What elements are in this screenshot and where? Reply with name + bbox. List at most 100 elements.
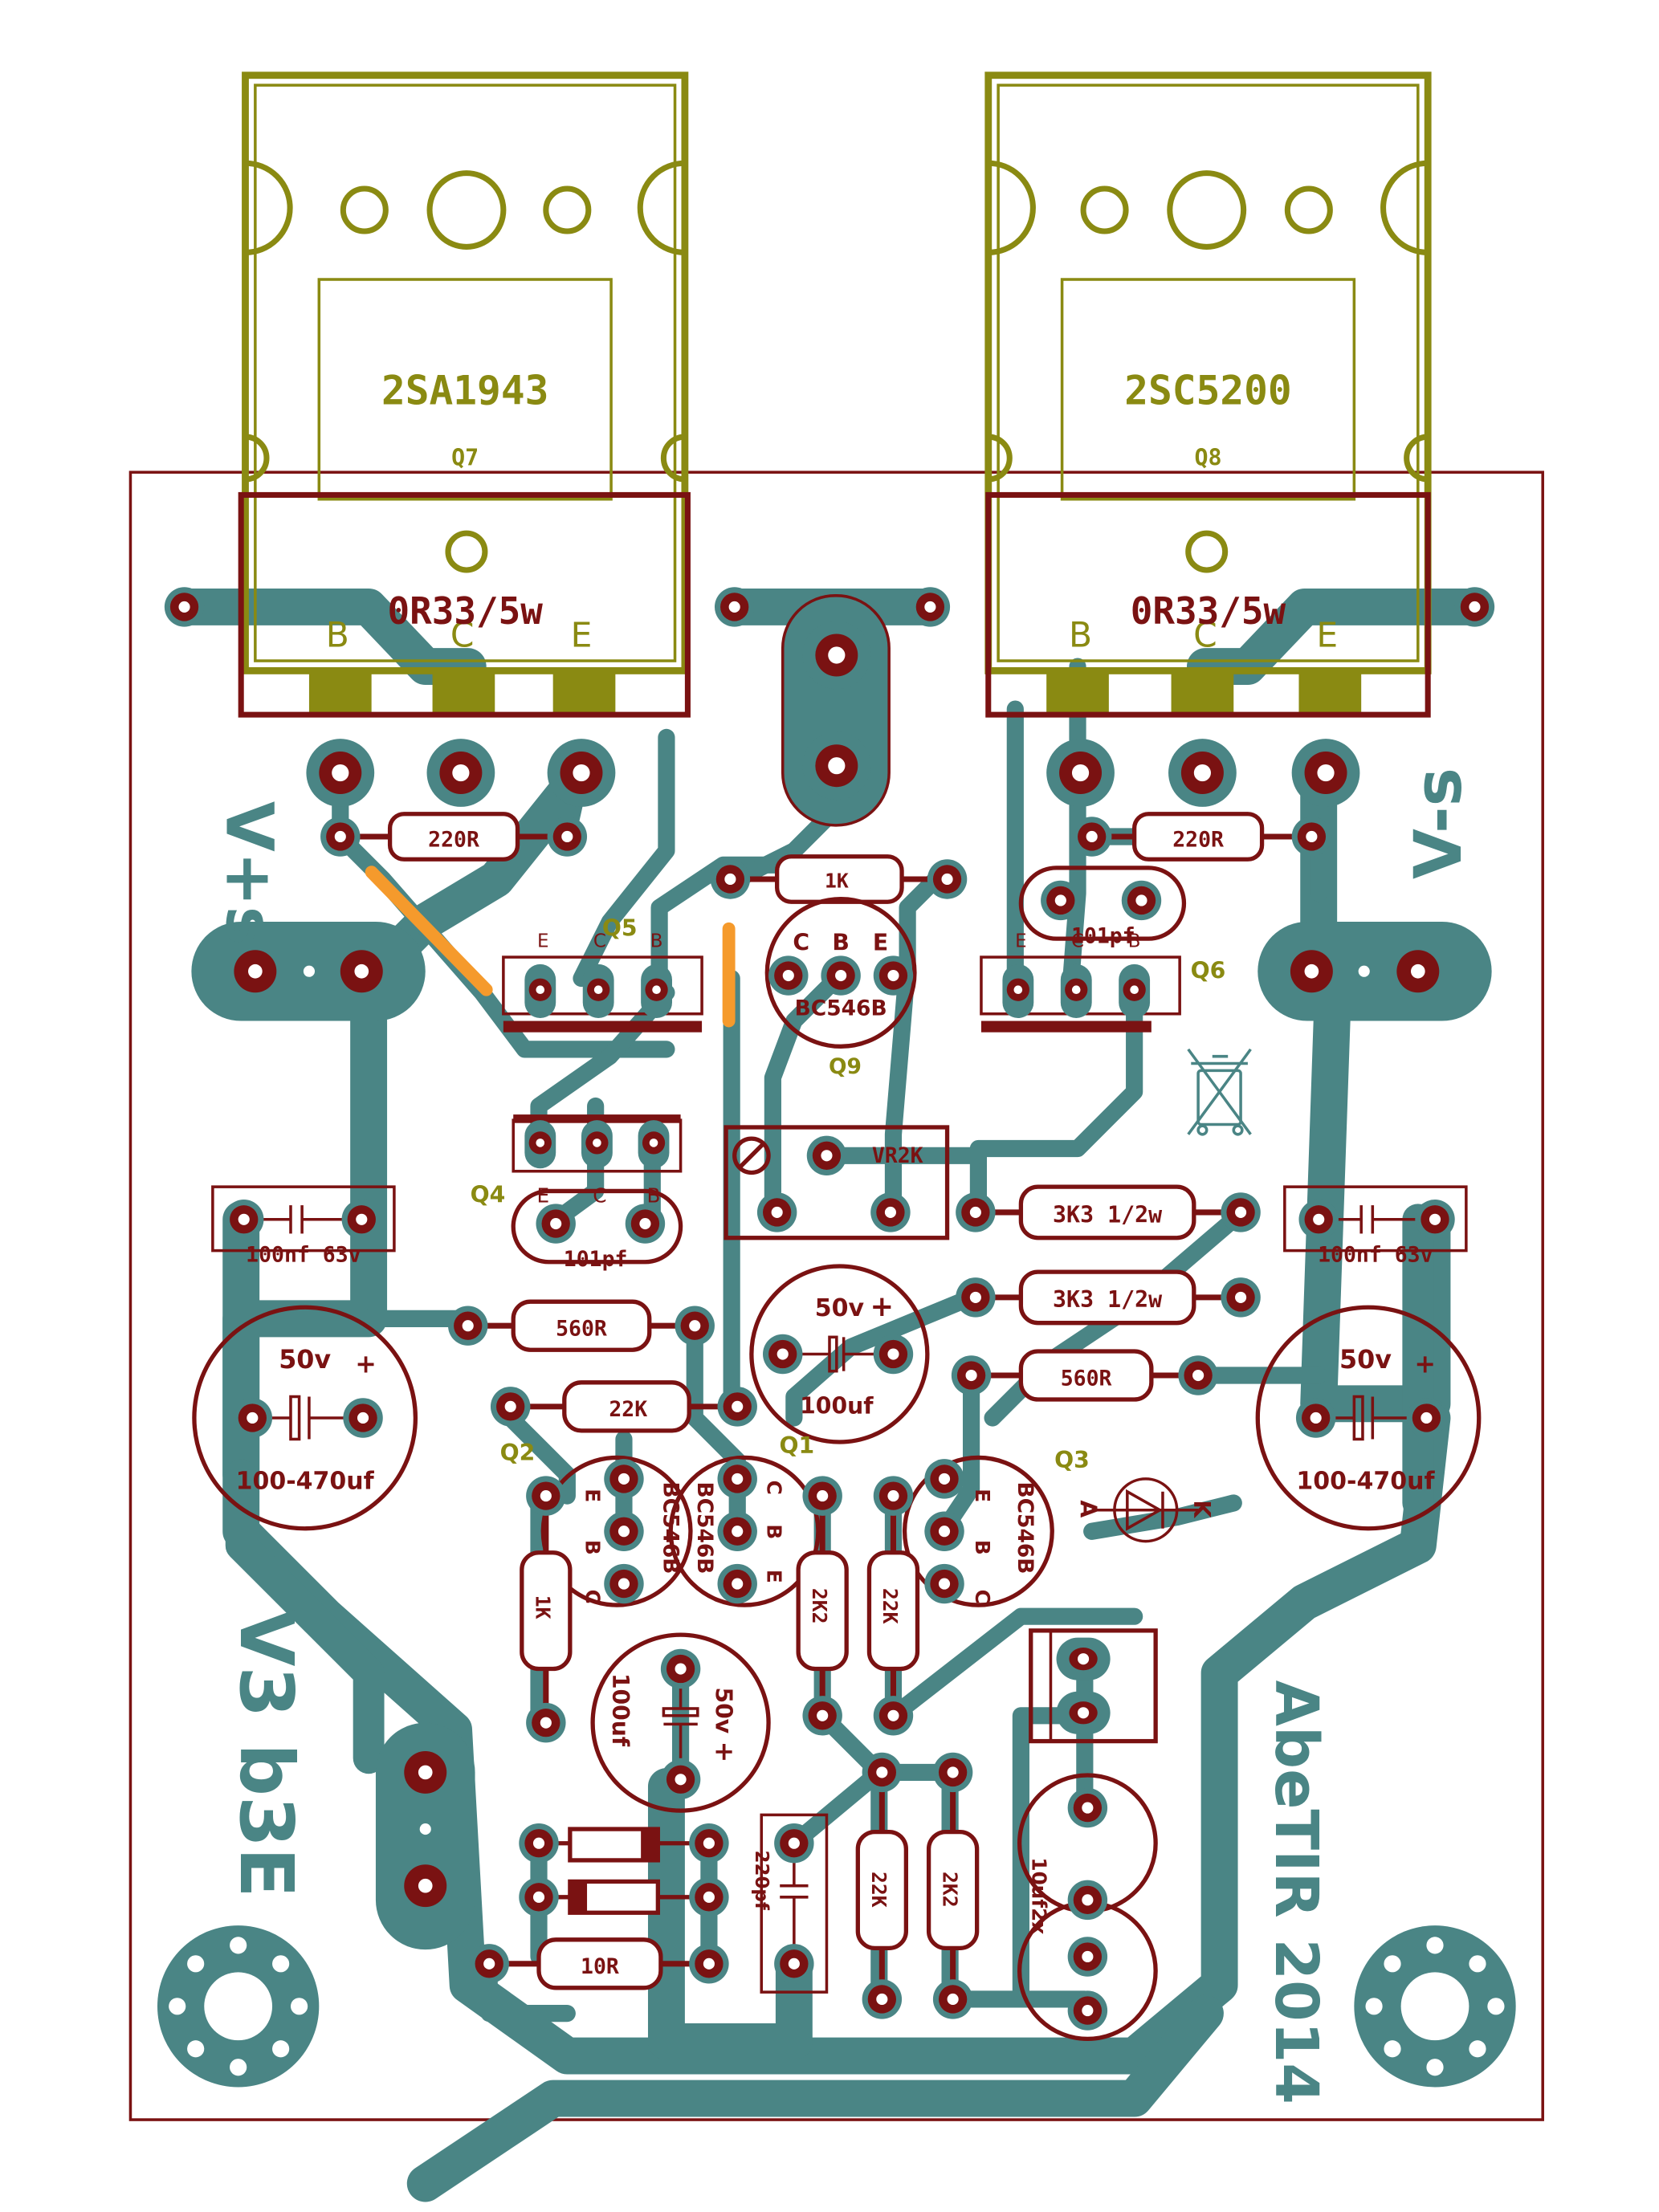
jumper-wires — [365, 866, 736, 1028]
driver-q6-ref: Q6 — [1191, 958, 1226, 984]
driver-q6-pin-b: B — [1128, 931, 1141, 952]
board-text-right: AbeTIR 2014 — [1262, 1680, 1331, 2104]
capacitor-100nf-right — [1283, 1185, 1468, 1253]
resistor-3k3-b-label: 3K3 1/2w — [1053, 1286, 1163, 1313]
capacitor-101pf-left-label: 101pf — [564, 1247, 628, 1272]
driver-q4-pin-e: E — [536, 1184, 549, 1208]
driver-q4 — [512, 1114, 683, 1173]
resistor-560r-left — [447, 1299, 715, 1352]
terminal-connector[interactable] — [1029, 1628, 1158, 1744]
trimmer-vr2k[interactable] — [724, 1125, 950, 1240]
emitter-resistor-box-left — [238, 491, 691, 718]
resistor-1k-top-label: 1K — [825, 870, 849, 893]
diodes — [519, 1823, 729, 1917]
capacitor-100uf-mid — [749, 1264, 930, 1444]
resistor-220r-left-label: 220R — [428, 827, 479, 852]
mounting-tab-left — [191, 921, 426, 1021]
transistor-q1 — [668, 1455, 821, 1607]
driver-q4-pin-c: C — [593, 1184, 606, 1208]
q9-pin-e: E — [873, 929, 888, 955]
capacitor-big-right-plus: + — [1414, 1350, 1436, 1379]
capacitor-220pf-label: 220pf — [751, 1851, 772, 1911]
transistor-q9 — [764, 897, 917, 1049]
q3-pin-c: C — [971, 1590, 994, 1604]
driver-q6-pin-c: C — [1071, 931, 1084, 952]
supply-label-negative: V-s — [1401, 768, 1477, 879]
emitter-resistor-label-right: 0R33/5w — [1131, 589, 1286, 633]
q1-part: BC546B — [692, 1481, 717, 1574]
capacitor-100nf-left-label: 100nf 63v — [246, 1243, 361, 1268]
capacitor-10uf-label: 10uf2x — [1028, 1857, 1051, 1934]
mounting-tab-right — [1257, 921, 1492, 1021]
capacitor-mid-voltage: 50v — [815, 1294, 865, 1322]
resistor-560r-left-label: 560R — [556, 1317, 607, 1342]
trimmer-label: VR2K — [872, 1143, 923, 1168]
board-text-left: V3 b3E — [223, 1609, 309, 1897]
q9-pin-c: C — [793, 929, 809, 955]
q1-pin-e: E — [762, 1570, 785, 1583]
q8-pin-b: B — [1069, 615, 1092, 654]
q1-pin-b: B — [762, 1524, 785, 1539]
bias-pad-block — [781, 594, 891, 827]
q2-pin-b: B — [581, 1540, 604, 1555]
capacitor-bottom-plus: + — [710, 1741, 739, 1763]
capacitor-big-right — [1255, 1305, 1482, 1531]
q7-ref-label: Q7 — [451, 444, 479, 471]
mounting-hole-icon — [1354, 1925, 1516, 2088]
capacitor-100nf-left — [211, 1185, 396, 1253]
capacitor-10uf-pair — [1017, 1773, 1158, 2042]
resistor-1k-top — [710, 854, 968, 904]
capacitor-mid-plus: + — [870, 1290, 895, 1323]
supply-label-positive: V+s — [211, 801, 287, 945]
resistor-3k3-a-label: 3K3 1/2w — [1053, 1201, 1163, 1228]
board-outline — [128, 471, 1544, 2121]
capacitor-100nf-right-label: 100nf 63v — [1318, 1243, 1433, 1268]
driver-q5-pin-e: E — [537, 931, 549, 952]
q3-pin-e: E — [971, 1489, 994, 1502]
mounting-hole-icon — [157, 1925, 320, 2088]
capacitor-big-right-voltage: 50v — [1339, 1346, 1392, 1375]
resistor-2k2-bottom — [926, 1752, 980, 2019]
capacitor-big-left-value: 100-470uf — [236, 1467, 375, 1495]
resistor-220r-right-label: 220R — [1172, 827, 1224, 852]
q3-pin-b: B — [971, 1540, 994, 1555]
emitter-resistor-label-left: 0R33/5w — [387, 589, 543, 633]
q9-pin-b: B — [832, 929, 850, 955]
q2-ref: Q2 — [500, 1440, 536, 1466]
weee-recycling-icon — [1187, 1048, 1252, 1136]
capacitor-big-left-plus: + — [355, 1350, 377, 1379]
capacitor-101pf-left — [511, 1188, 683, 1265]
driver-q5-ref: Q5 — [602, 915, 638, 942]
driver-q5-pin-c: C — [593, 931, 606, 952]
capacitor-mid-value: 100uf — [800, 1393, 874, 1420]
q2-pin-c: C — [581, 1590, 604, 1604]
q7-pin-b: B — [326, 615, 349, 654]
power-transistor-q7 — [242, 71, 689, 716]
capacitor-100uf-bottom — [590, 1632, 771, 1813]
resistor-2k2-a-label: 2K2 — [808, 1588, 831, 1624]
q2-pin-e: E — [581, 1489, 604, 1502]
resistor-22k-mid-label: 22K — [609, 1397, 647, 1422]
capacitor-101pf-right-label: 101pf — [1071, 923, 1135, 948]
q1-ref: Q1 — [780, 1432, 815, 1459]
q8-pin-e: E — [1316, 615, 1338, 654]
transistor-q3 — [902, 1455, 1054, 1607]
capacitor-101pf-right — [1018, 866, 1187, 941]
driver-q5-pin-b: B — [650, 931, 663, 952]
capacitor-bottom-value: 100uf — [607, 1673, 634, 1747]
resistor-220r-right — [1071, 812, 1332, 862]
capacitor-big-left-voltage: 50v — [279, 1346, 331, 1375]
q9-part: BC546B — [795, 996, 887, 1020]
resistor-10r-label: 10R — [581, 1954, 619, 1979]
resistor-22k-vertical-label: 22K — [878, 1588, 902, 1624]
q7-pin-c: C — [450, 615, 475, 654]
mounting-tab-bottom — [375, 1722, 475, 1950]
resistor-3k3-a — [956, 1184, 1261, 1240]
resistor-1k-left-label: 1K — [531, 1595, 554, 1619]
q3-part: BC546B — [1013, 1481, 1037, 1574]
led-pin-k: K — [1188, 1500, 1215, 1518]
resistor-22k-vertical — [866, 1476, 920, 1736]
q7-pin-e: E — [571, 615, 593, 654]
resistor-220r-left — [320, 812, 588, 862]
